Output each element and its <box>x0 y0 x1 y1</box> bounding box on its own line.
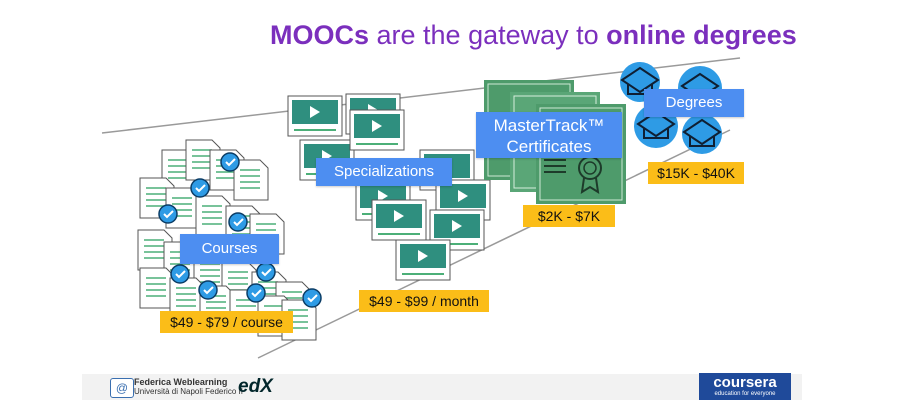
label-degrees: Degrees <box>644 89 744 117</box>
price-specializations: $49 - $99 / month <box>359 290 489 312</box>
price-mastertrack: $2K - $7K <box>523 205 615 227</box>
slide-title: MOOCs are the gateway to online degrees <box>270 20 797 51</box>
title-middle: are the gateway to <box>369 20 607 50</box>
price-courses: $49 - $79 / course <box>160 311 293 333</box>
checkmark-badge-icon <box>302 288 322 308</box>
federica-title: Federica Weblearning <box>134 377 228 387</box>
federica-text: Federica Weblearning Università di Napol… <box>134 377 243 397</box>
title-moocs: MOOCs <box>270 20 370 50</box>
video-player-icon <box>395 239 451 281</box>
document-icon <box>195 195 231 237</box>
edx-logo: edX <box>238 376 273 397</box>
label-courses: Courses <box>180 234 279 264</box>
checkmark-badge-icon <box>170 264 190 284</box>
checkmark-badge-icon <box>158 204 178 224</box>
video-player-icon <box>287 95 343 137</box>
price-degrees: $15K - $40K <box>648 162 744 184</box>
coursera-logo: coursera education for everyone <box>699 373 791 400</box>
checkmark-badge-icon <box>190 178 210 198</box>
coursera-name: coursera <box>713 374 777 391</box>
graduation-cap-icon <box>682 114 722 154</box>
checkmark-badge-icon <box>220 152 240 172</box>
right-margin <box>805 0 901 400</box>
left-margin <box>0 0 82 400</box>
specializations-video-stack <box>287 93 491 281</box>
video-player-icon <box>371 199 427 241</box>
federica-logo-icon: @ <box>110 378 134 398</box>
checkmark-badge-icon <box>256 262 276 282</box>
footer-bar <box>82 374 802 400</box>
video-player-icon <box>349 109 405 151</box>
coursera-tagline: education for everyone <box>714 391 776 397</box>
federica-subtitle: Università di Napoli Federico II <box>134 387 243 396</box>
label-specializations: Specializations <box>316 158 452 186</box>
checkmark-badge-icon <box>198 280 218 300</box>
title-online-degrees: online degrees <box>606 20 797 50</box>
checkmark-badge-icon <box>228 212 248 232</box>
document-icon <box>233 159 269 201</box>
checkmark-badge-icon <box>246 283 266 303</box>
label-mastertrack: MasterTrack™ Certificates <box>476 112 622 158</box>
document-icon <box>139 267 175 309</box>
